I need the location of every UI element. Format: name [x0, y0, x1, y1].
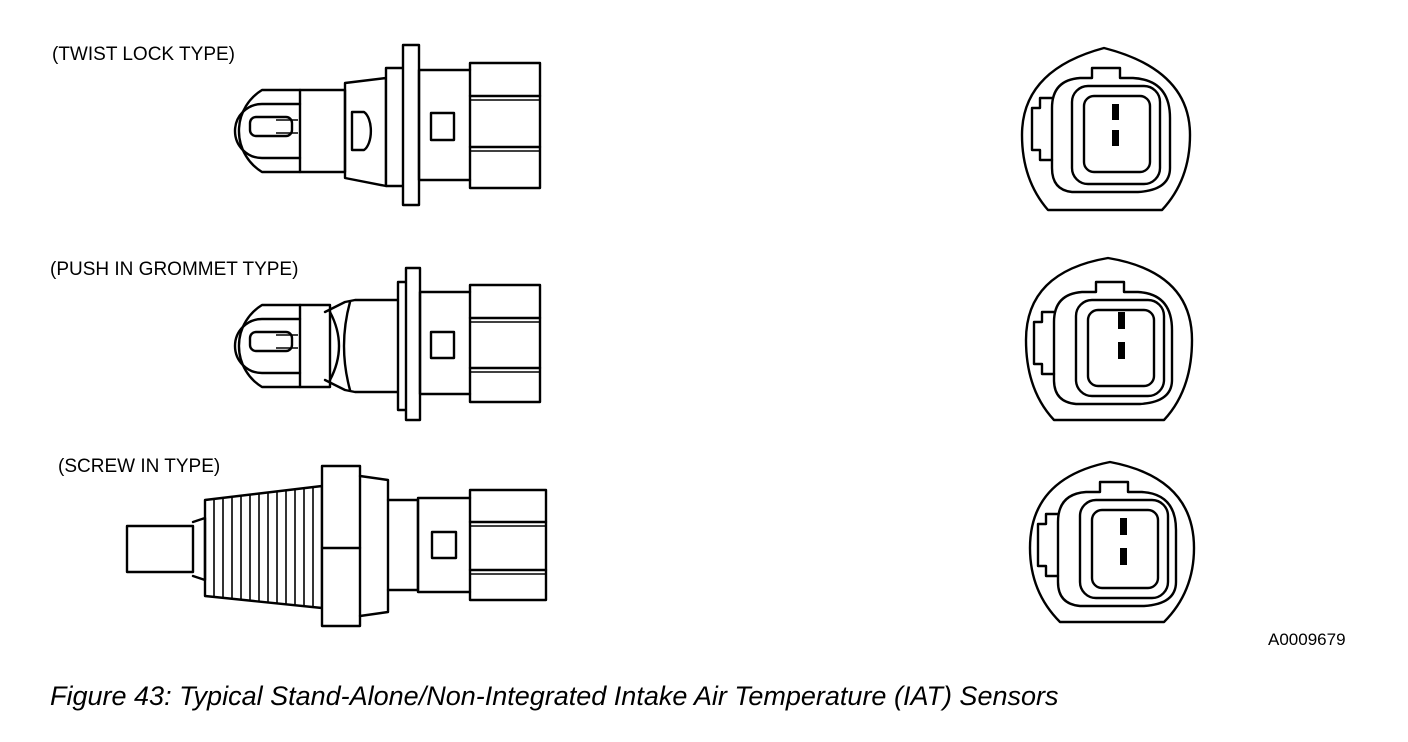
figure-reference-code: A0009679 [1268, 630, 1346, 649]
screw-in-connector-end-view [1028, 460, 1196, 624]
push-in-grommet-connector-end-view [1024, 256, 1194, 422]
twist-lock-type-label: (TWIST LOCK TYPE) [52, 44, 235, 65]
thread-lines [213, 488, 314, 608]
screw-in-sensor-side-view [125, 464, 548, 628]
push-in-grommet-type-label: (PUSH IN GROMMET TYPE) [50, 259, 298, 280]
twist-lock-sensor-side-view [233, 43, 542, 207]
twist-lock-connector-end-view [1020, 46, 1192, 212]
push-in-grommet-sensor-side-view [233, 266, 542, 422]
figure-caption: Figure 43: Typical Stand-Alone/Non-Integ… [50, 681, 1058, 711]
screw-in-type-label: (SCREW IN TYPE) [58, 456, 220, 477]
